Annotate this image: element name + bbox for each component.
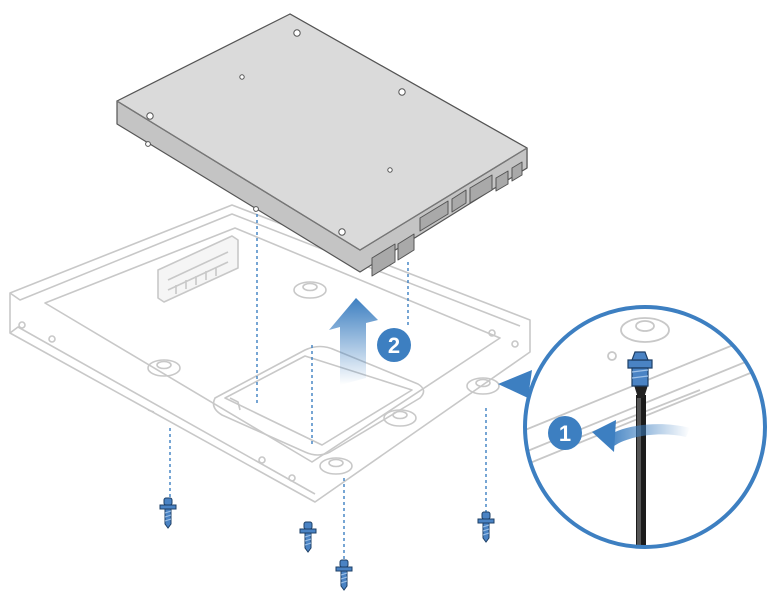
screw-icon	[299, 521, 317, 553]
screw-icon	[627, 351, 653, 387]
screw-icon	[159, 497, 177, 529]
step-1-badge: 1	[548, 416, 582, 450]
step-2-badge: 2	[377, 328, 411, 362]
drive-bracket	[9, 204, 531, 503]
screw-icon	[335, 559, 353, 591]
screw-icon	[477, 511, 495, 543]
step-1-number: 1	[559, 421, 571, 446]
hard-drive	[116, 13, 528, 277]
step-2-number: 2	[388, 333, 400, 358]
screwdriver-icon	[634, 385, 648, 547]
alignment-guides	[169, 196, 487, 560]
counterclockwise-arrow-icon	[592, 420, 690, 452]
magnifier-callout	[498, 305, 767, 549]
lift-arrow-icon	[329, 298, 378, 385]
